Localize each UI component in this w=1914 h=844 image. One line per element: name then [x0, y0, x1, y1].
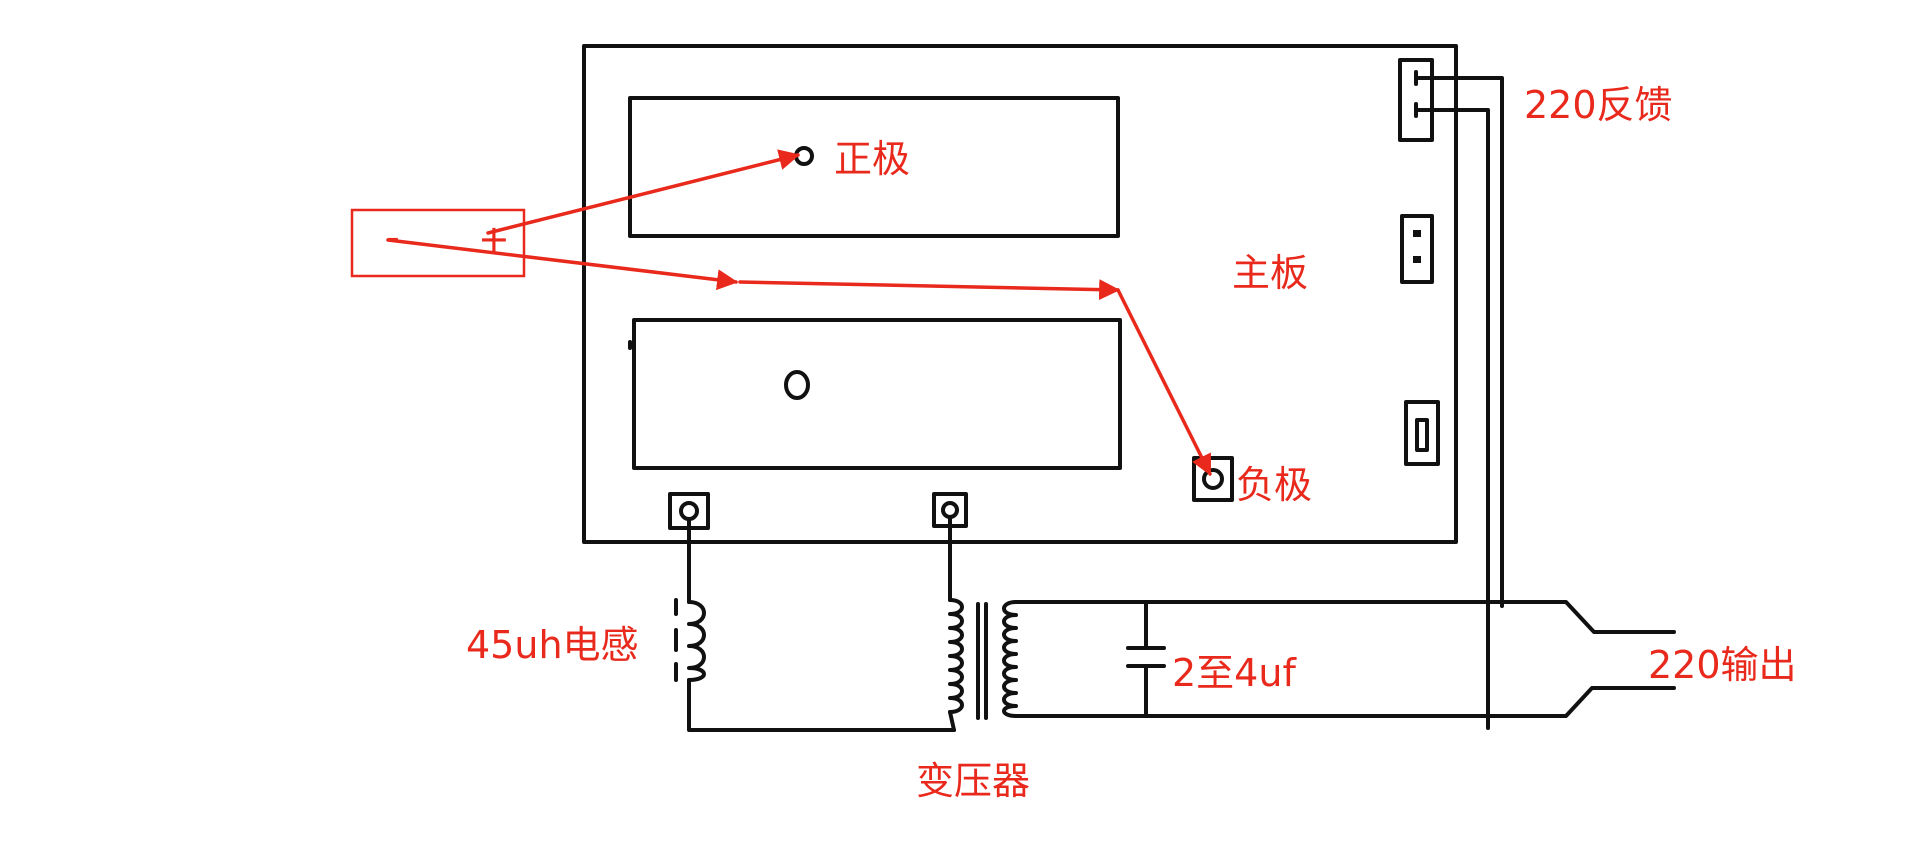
- output-line-bottom: [1014, 686, 1676, 718]
- mainboard-outline: [582, 44, 1458, 544]
- negative-arrow-1: [386, 238, 739, 291]
- label-positive: 正极: [834, 137, 910, 181]
- label-inductor: 45uh电感: [466, 623, 639, 667]
- bottom-terminal-right-hole: [941, 501, 959, 519]
- label-transformer: 变压器: [916, 759, 1030, 803]
- bottom-terminal-left-hole: [679, 501, 699, 521]
- inductor-coil: [687, 600, 706, 682]
- transformer-core: [976, 602, 988, 720]
- label-capacitor: 2至4uf: [1172, 651, 1297, 695]
- label-output: 220输出: [1648, 643, 1797, 687]
- negative-terminal-box: [1192, 456, 1234, 502]
- positive-arrow: [486, 149, 801, 235]
- negative-terminal: [1202, 468, 1224, 490]
- feedback-wire-2: [1414, 108, 1490, 730]
- lower-block: [632, 318, 1122, 470]
- connector-2-pin-b: [1413, 256, 1421, 263]
- feedback-connector: [1398, 58, 1434, 142]
- connector-2-pin-a: [1413, 230, 1421, 237]
- transformer-secondary-coil: [1002, 600, 1018, 718]
- transformer-primary-bottom: [948, 710, 956, 732]
- battery-box: [350, 208, 526, 278]
- connector-2: [1400, 214, 1434, 284]
- upper-block: [628, 96, 1120, 238]
- label-mainboard: 主板: [1232, 251, 1308, 295]
- negative-arrow-2: [738, 279, 1121, 301]
- connector-3-pin: [1415, 418, 1429, 452]
- negative-arrow-3: [1116, 288, 1212, 476]
- feedback-wire-1: [1414, 76, 1504, 608]
- transformer-primary-coil: [948, 598, 964, 714]
- output-line-top: [1014, 600, 1676, 634]
- label-negative: 负极: [1236, 463, 1312, 507]
- label-feedback: 220反馈: [1524, 83, 1673, 127]
- lower-block-hole: [784, 370, 810, 400]
- inductor-lead-bottom: [687, 678, 956, 732]
- battery-minus: -: [386, 215, 400, 259]
- connector-3: [1404, 400, 1440, 466]
